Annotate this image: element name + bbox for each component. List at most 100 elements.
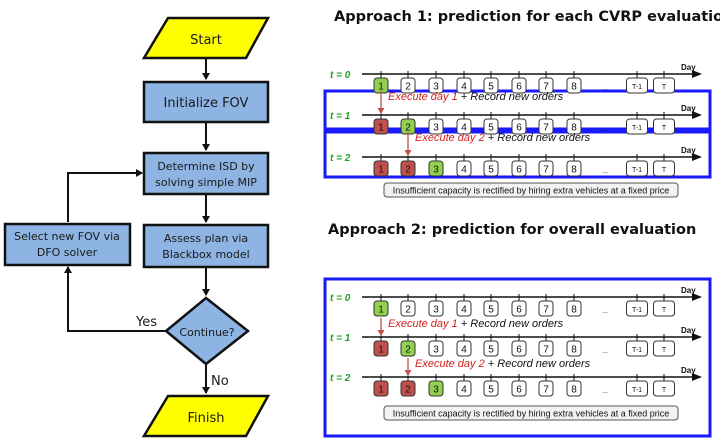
approach2-t0-ellipsis: ... [602,308,608,315]
approach1-t1-day-box-7 [538,118,554,135]
approach1-t2-day-box-4 [456,160,472,177]
approach2-t1-day-label-4: 4 [461,345,467,356]
approach1-t0-ellipsis: ... [602,85,608,92]
approach2-t0-day-label-2: 2 [405,305,411,316]
yes-label: Yes [135,315,157,330]
approach2-t0-day-label-T-1: T-1 [632,307,642,314]
select-fov-label-line1: Select new FOV via [14,230,120,243]
approach1-t2-day-box-6 [511,160,527,177]
approach2-t1-day-box-8 [566,340,582,357]
approach2-t0-day-box-1 [373,300,389,317]
approach1-t1-ellipsis: ... [602,126,608,133]
approach1-t0-day-box-7 [538,77,554,94]
approach2-t0-day-label-4: 4 [461,305,467,316]
approach2-t2-day-box-T-1 [626,380,648,397]
approach2-t2-day-box-7 [538,380,554,397]
approach2-t1-day-label-T: T [662,347,667,354]
approach1-t0-day-label-7: 7 [543,82,549,93]
approach1-t1-day-label-6: 6 [516,123,522,134]
approach1-t0-day-label-8: 8 [571,82,577,93]
approach1-t0-day-box-1 [373,77,389,94]
approach2-t2-exec-text: Execute day 2 + Record new orders [415,358,591,370]
start-node: Start [141,16,271,60]
start-label: Start [190,33,222,48]
assess-plan-label-line1: Assess plan via [164,232,248,245]
approach1-t2-day-label-3: 3 [433,165,439,176]
approach2-t2-day-box-3 [428,380,444,397]
select-fov-node: Select new FOV via DFO solver [3,222,132,267]
approach2-t0-day-label-8: 8 [571,305,577,316]
approach1-t1-day-box-T [653,118,675,135]
approach1-t2-day-label-1: 1 [378,165,384,176]
approach2-t0-day-box-7 [538,300,554,317]
approach1-t2-day-label-5: 5 [488,165,494,176]
approach1-note-box [383,182,679,198]
approach2-t0-day-box-T-1 [626,300,648,317]
approach1-t1-day-label-2: 2 [405,123,411,134]
approach1-t1-day-label-3: 3 [433,123,439,134]
approach2-t2-ellipsis: ... [602,388,608,395]
approach1-t0-day-box-8 [566,77,582,94]
approach2-t2-day-label-7: 7 [543,385,549,396]
approach1-t1-day-box-T-1 [626,118,648,135]
approach2-frame [323,277,712,438]
arrow-decision-select [64,266,166,332]
approach1-t1-day-label-T: T [662,125,667,132]
approach2-t1-day-box-T [653,340,675,357]
approach2-title: Approach 2: prediction for overall evalu… [328,222,697,238]
approach2-t1-day-label-7: 7 [543,345,549,356]
initialize-fov-label: Initialize FOV [164,96,249,111]
approach1-t0-day-box-T-1 [626,77,648,94]
no-label: No [211,374,229,389]
approach2-t0-day-label-1: 1 [378,305,384,316]
approach1-t1-day-label-4: 4 [461,123,467,134]
approach1-t0-day-label-2: 2 [405,82,411,93]
determine-isd-label-line2: solving simple MIP [155,176,257,189]
finish-label: Finish [187,411,224,426]
approach2-t2-day-label-T: T [662,387,667,394]
approach1-t2-day-box-1 [373,160,389,177]
approach1-t2-day-box-2 [400,160,416,177]
approach1-t1-day-label-1: 1 [378,123,384,134]
approach2-t1-ellipsis: ... [602,348,608,355]
approach1-t1-day-box-6 [511,118,527,135]
approach2-t0-day-box-4 [456,300,472,317]
approach1-frame-t2 [323,130,712,179]
approach1-t0-day-label-5: 5 [488,82,494,93]
approach1-t2-day-box-T-1 [626,160,648,177]
approach1-t0-day-label-3: 3 [433,82,439,93]
approach2-t0-day-label-3: 3 [433,305,439,316]
approach1-t2-exec-text: Execute day 2 + Record new orders [415,132,591,144]
continue-label: Continue? [179,326,234,339]
approach2-t1-day-label-T-1: T-1 [632,347,642,354]
approach2-t0-day-label-7: 7 [543,305,549,316]
approach2-t0-day-box-6 [511,300,527,317]
approach1-t2-axis-label: Day [681,146,696,155]
approach2-t2-day-box-2 [400,380,416,397]
approach1-t1-day-box-3 [428,118,444,135]
approach1-t0-day-box-2 [400,77,416,94]
approach2-t1-day-label-1: 1 [378,345,384,356]
approach1-t1-exec-arrowhead [377,108,385,114]
approach1-note-text: Insufficient capacity is rectified by hi… [393,186,669,196]
continue-decision-node: Continue? [164,296,251,366]
approach2-t1-day-label-8: 8 [571,345,577,356]
approach1-title: Approach 1: prediction for each CVRP eva… [334,9,720,25]
approach2-note-box [383,405,679,421]
approach2-t1-day-box-2 [400,340,416,357]
approach1-t2-ellipsis: ... [602,168,608,175]
approach1-t1-axis-label: Day [681,104,696,113]
flowchart: Start Initialize FOV Determine ISD by so… [3,16,271,438]
arrow-select-determine [67,169,143,222]
approach2-t0-day-box-2 [400,300,416,317]
approach2-t2-day-label-T-1: T-1 [632,387,642,394]
approach1-t0-day-box-T [653,77,675,94]
approach2-t0-day-box-8 [566,300,582,317]
approach2-t1-day-label-5: 5 [488,345,494,356]
approach2-t0-day-box-T [653,300,675,317]
approach1-t0-row-label: t = 0 [330,70,351,81]
approach1-t2-day-label-T: T [662,167,667,174]
approach1-t0-day-box-5 [483,77,499,94]
approach1-t0-day-box-4 [456,77,472,94]
approach2-t2-day-box-5 [483,380,499,397]
